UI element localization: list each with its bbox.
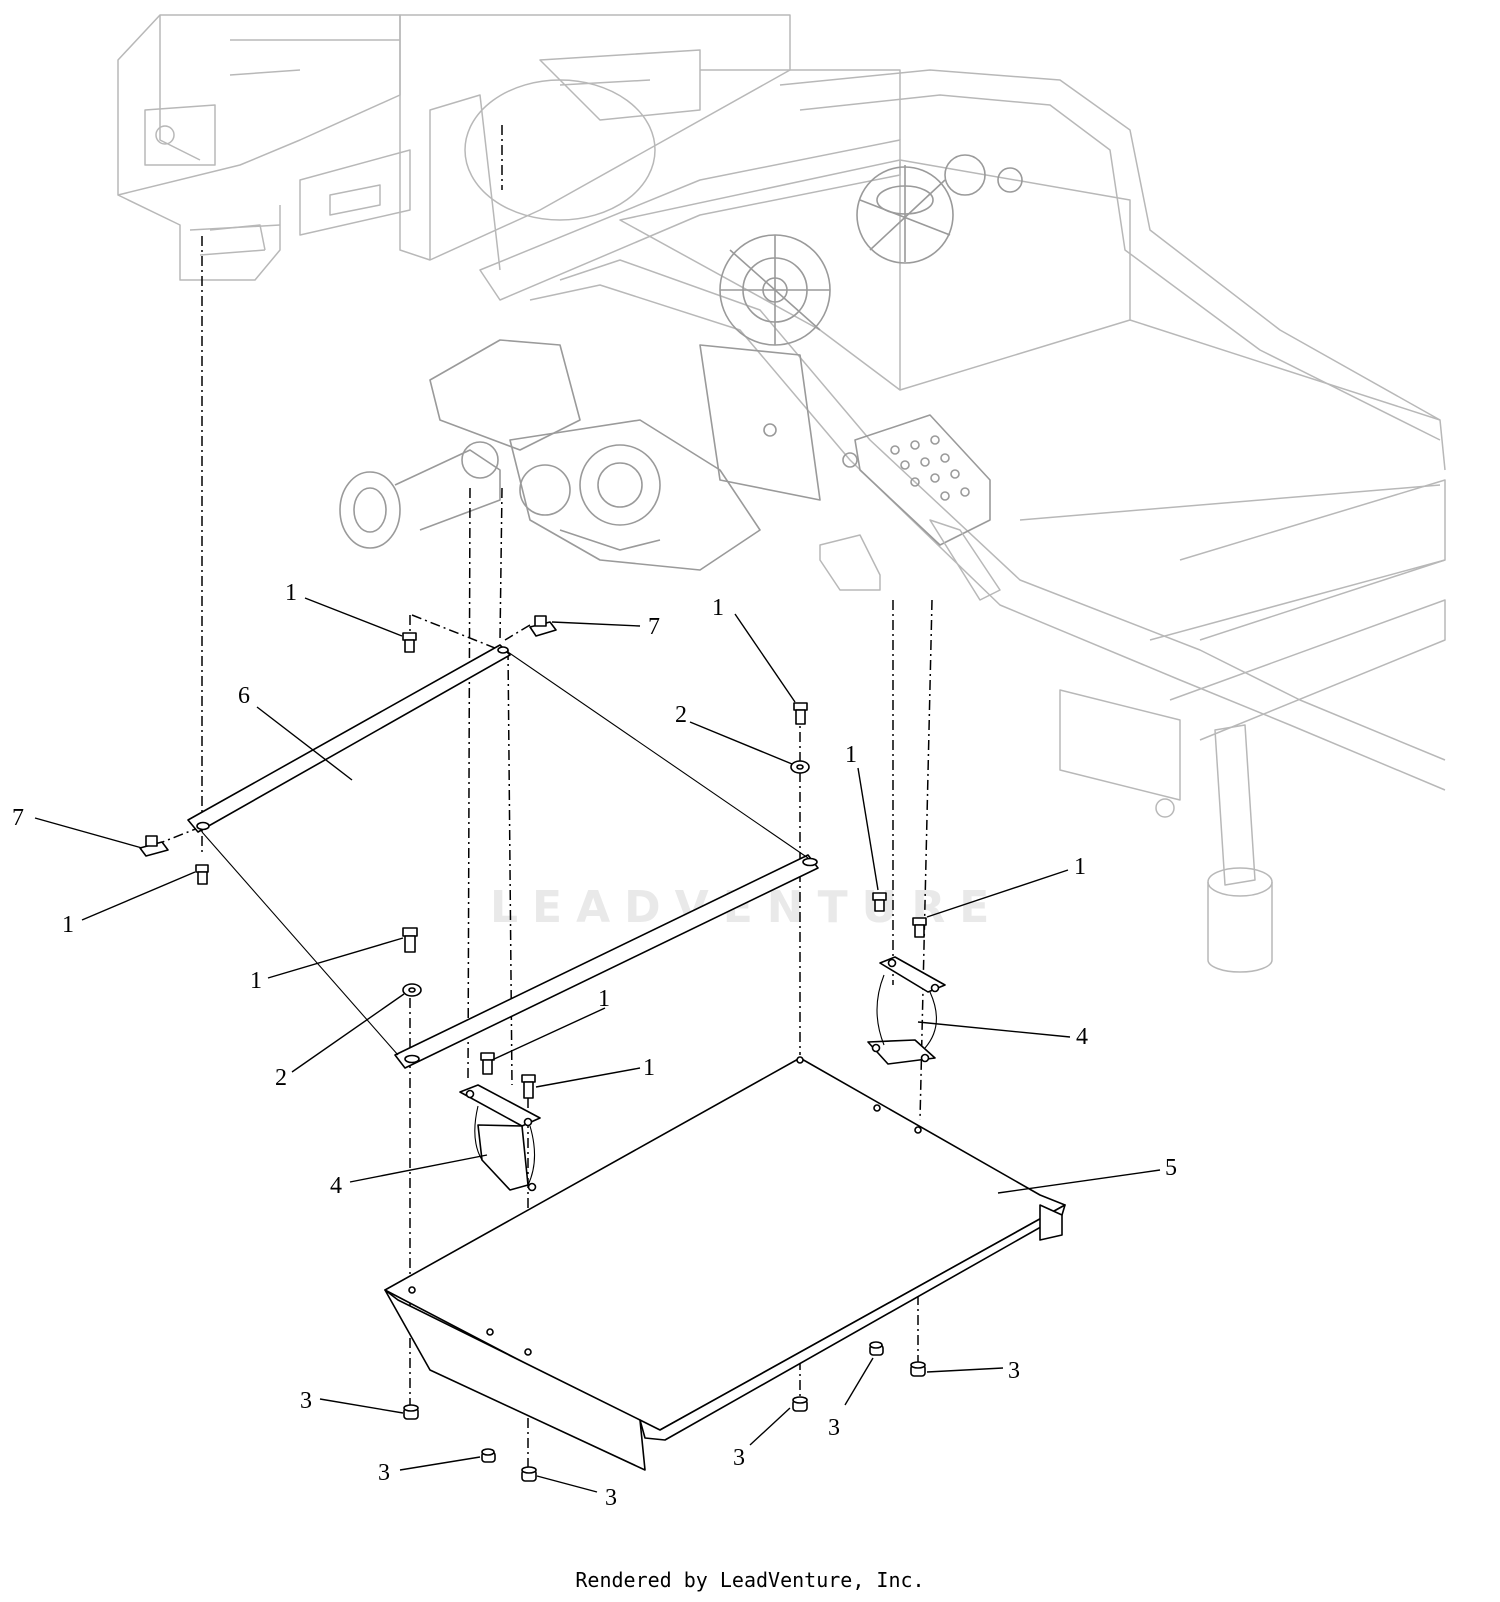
callout-7: 7: [648, 614, 660, 640]
engine-illustration: [719, 154, 1023, 346]
part-5-shield-plate: [384, 1056, 1066, 1471]
bolt-e: [521, 1074, 536, 1099]
callout-1: 1: [1074, 854, 1086, 880]
part-7-clip-nuts: [139, 615, 557, 857]
part-1-bolts: [195, 632, 927, 1099]
callout-3: 3: [300, 1388, 312, 1414]
callout-3: 3: [733, 1445, 745, 1471]
callout-7: 7: [12, 805, 24, 831]
callout-3: 3: [1008, 1358, 1020, 1384]
render-credit: Rendered by LeadVenture, Inc.: [575, 1568, 925, 1592]
callout-2: 2: [275, 1065, 287, 1091]
callout-2: 2: [675, 702, 687, 728]
callout-4: 4: [1076, 1024, 1088, 1050]
part-2-washers: [402, 760, 810, 997]
callout-3: 3: [378, 1460, 390, 1486]
part-3-nuts: [403, 1341, 926, 1482]
callout-4: 4: [330, 1173, 342, 1199]
callout-3: 3: [605, 1485, 617, 1511]
callout-1: 1: [62, 912, 74, 938]
part-4-bracket-right: [867, 956, 946, 1065]
callout-1: 1: [643, 1055, 655, 1081]
callout-1: 1: [598, 986, 610, 1012]
bolt-d: [480, 1052, 495, 1075]
bolt-c: [402, 927, 418, 953]
bolt-h: [912, 917, 927, 938]
bolt-g: [872, 892, 887, 912]
callout-numbers: 1 1 1 1 1 1 1 1 1 2 2 3 3 3 3 3 3 4 4 5 …: [12, 580, 1177, 1511]
bolt-b: [195, 864, 209, 885]
callout-1: 1: [712, 595, 724, 621]
footplate: [854, 414, 991, 546]
callout-1: 1: [845, 742, 857, 768]
callout-1: 1: [250, 968, 262, 994]
callout-1: 1: [285, 580, 297, 606]
chassis-frame: [117, 14, 1446, 973]
transaxle-illustration: [339, 339, 858, 571]
callout-6: 6: [238, 683, 250, 709]
bolt-a: [402, 632, 417, 653]
callout-5: 5: [1165, 1155, 1177, 1181]
part-6-support-bracket: [187, 644, 819, 1069]
bolt-f: [793, 702, 808, 725]
leader-lines: [34, 597, 1161, 1493]
callout-3: 3: [828, 1415, 840, 1441]
